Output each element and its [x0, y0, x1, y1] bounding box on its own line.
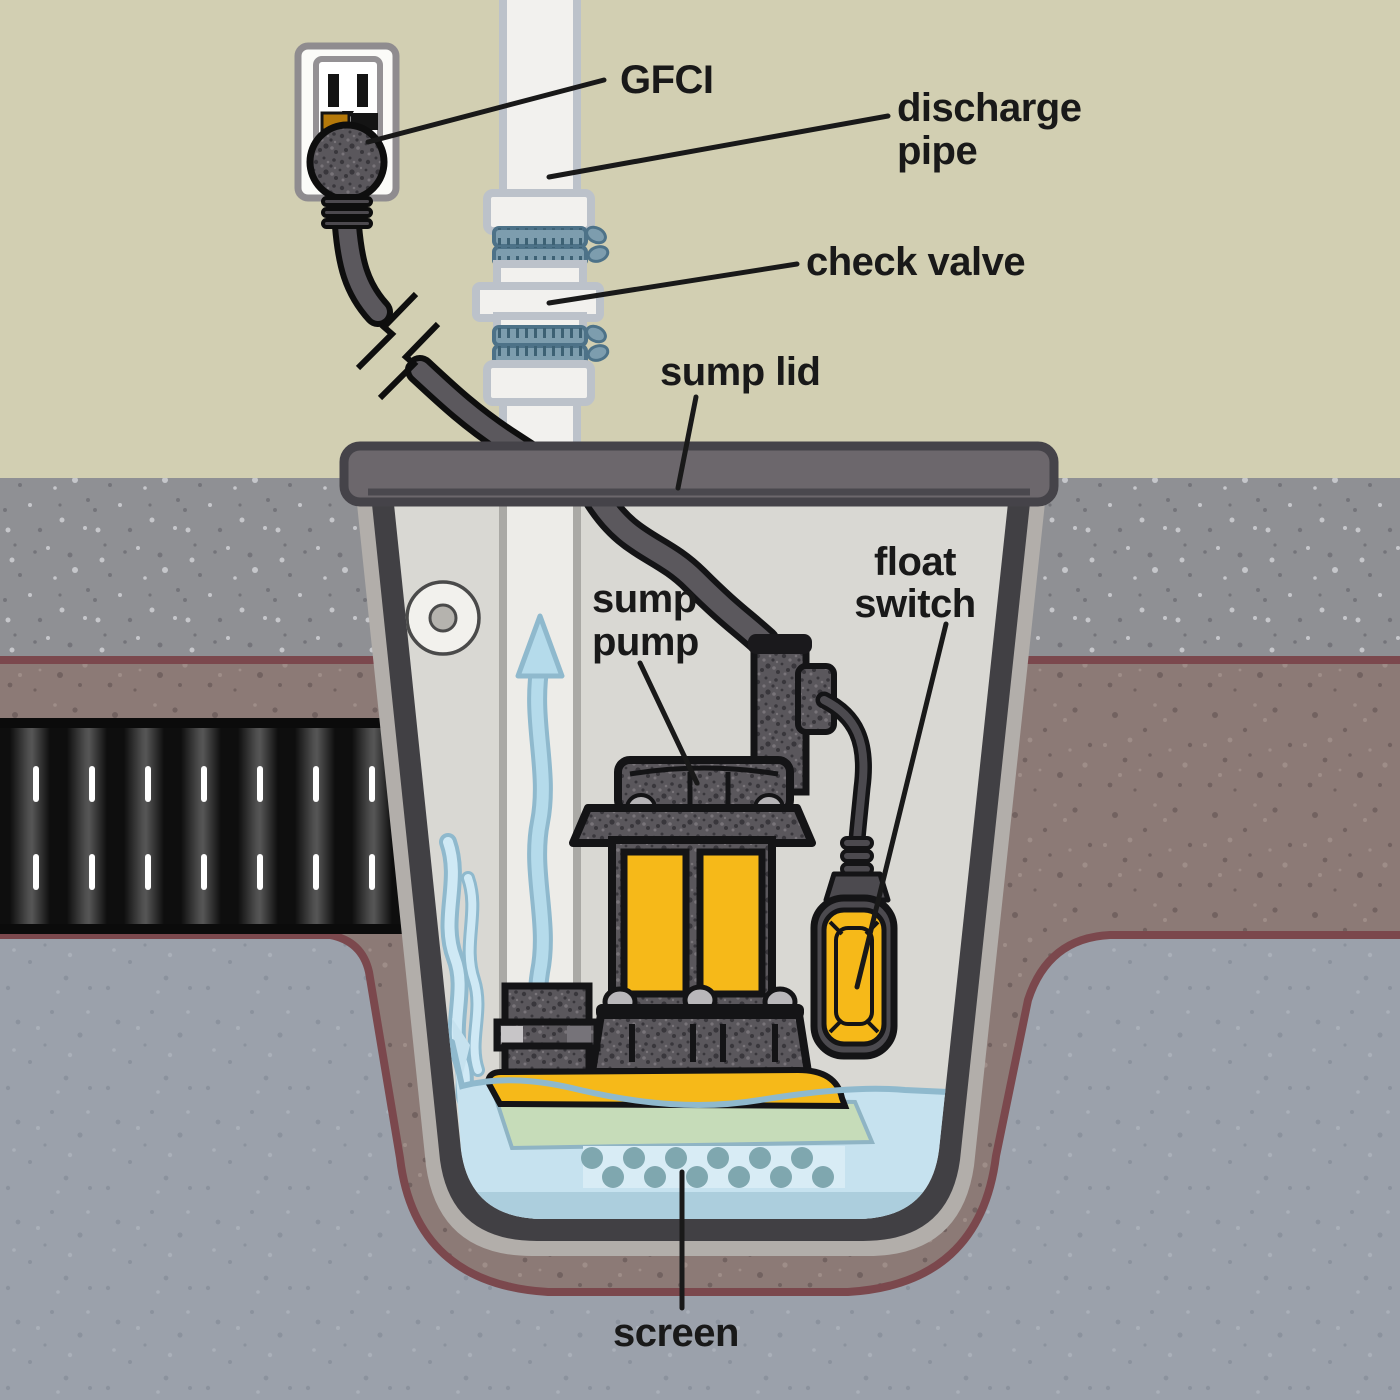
- sump-lid: [339, 441, 1059, 507]
- discharge-pipe-leader: [546, 113, 891, 180]
- pump-base-plate: [484, 1066, 850, 1110]
- discharge-pipe-label-line2: pipe: [897, 129, 977, 173]
- float-cable-ribs: [840, 836, 874, 876]
- earth-soil-boundary: [0, 931, 1400, 1296]
- waterline: [449, 1039, 951, 1108]
- intake-screen: [581, 1146, 845, 1188]
- float-switch-leader: [854, 621, 949, 990]
- gfci-leader: [365, 77, 607, 145]
- pump-flange: [569, 804, 816, 847]
- drain-perforations: [33, 766, 375, 890]
- power-cord: [588, 488, 774, 652]
- inflow-streams: [439, 833, 485, 1109]
- sump-lid-label: sump lid: [660, 350, 820, 394]
- cord-break-mark: [377, 321, 441, 401]
- basement-wall: [0, 0, 1400, 478]
- outlet-slot: [357, 74, 368, 107]
- lid-grommet: [405, 580, 481, 656]
- gfci-label: GFCI: [620, 58, 714, 102]
- support-block: [493, 982, 601, 1076]
- pump-base: [588, 984, 812, 1076]
- cord-break-gap: [358, 294, 438, 398]
- discharge-pipe-label-line1: discharge: [897, 86, 1081, 130]
- float-switch: [810, 894, 898, 1060]
- callouts: GFCI discharge pipe check valve sump lid…: [365, 58, 1082, 1355]
- outlet-slot: [328, 74, 339, 107]
- drain-tile: [0, 718, 449, 934]
- cord-break-mark: [355, 291, 419, 371]
- pump-body: [608, 836, 776, 1016]
- water-deep-band: [462, 1192, 942, 1219]
- column-cap: [748, 634, 812, 654]
- check-valve: [472, 189, 610, 406]
- float-switch-label-line1: float: [874, 540, 956, 584]
- plug: [306, 121, 388, 203]
- sump-pump-leader: [637, 660, 700, 786]
- screen-label: screen: [613, 1311, 739, 1355]
- power-plug-and-cord: [306, 121, 563, 483]
- float-switch-label-line2: switch: [854, 582, 975, 626]
- sump-pump-label-line2: pump: [592, 620, 699, 664]
- float-connector: [823, 871, 891, 903]
- check-valve-leader: [546, 261, 800, 306]
- sump-lid-leader: [675, 394, 699, 491]
- sump-pump-label-line1: sump: [592, 577, 697, 621]
- sump-pump-assembly: [484, 482, 898, 1110]
- check-valve-label: check valve: [806, 240, 1025, 284]
